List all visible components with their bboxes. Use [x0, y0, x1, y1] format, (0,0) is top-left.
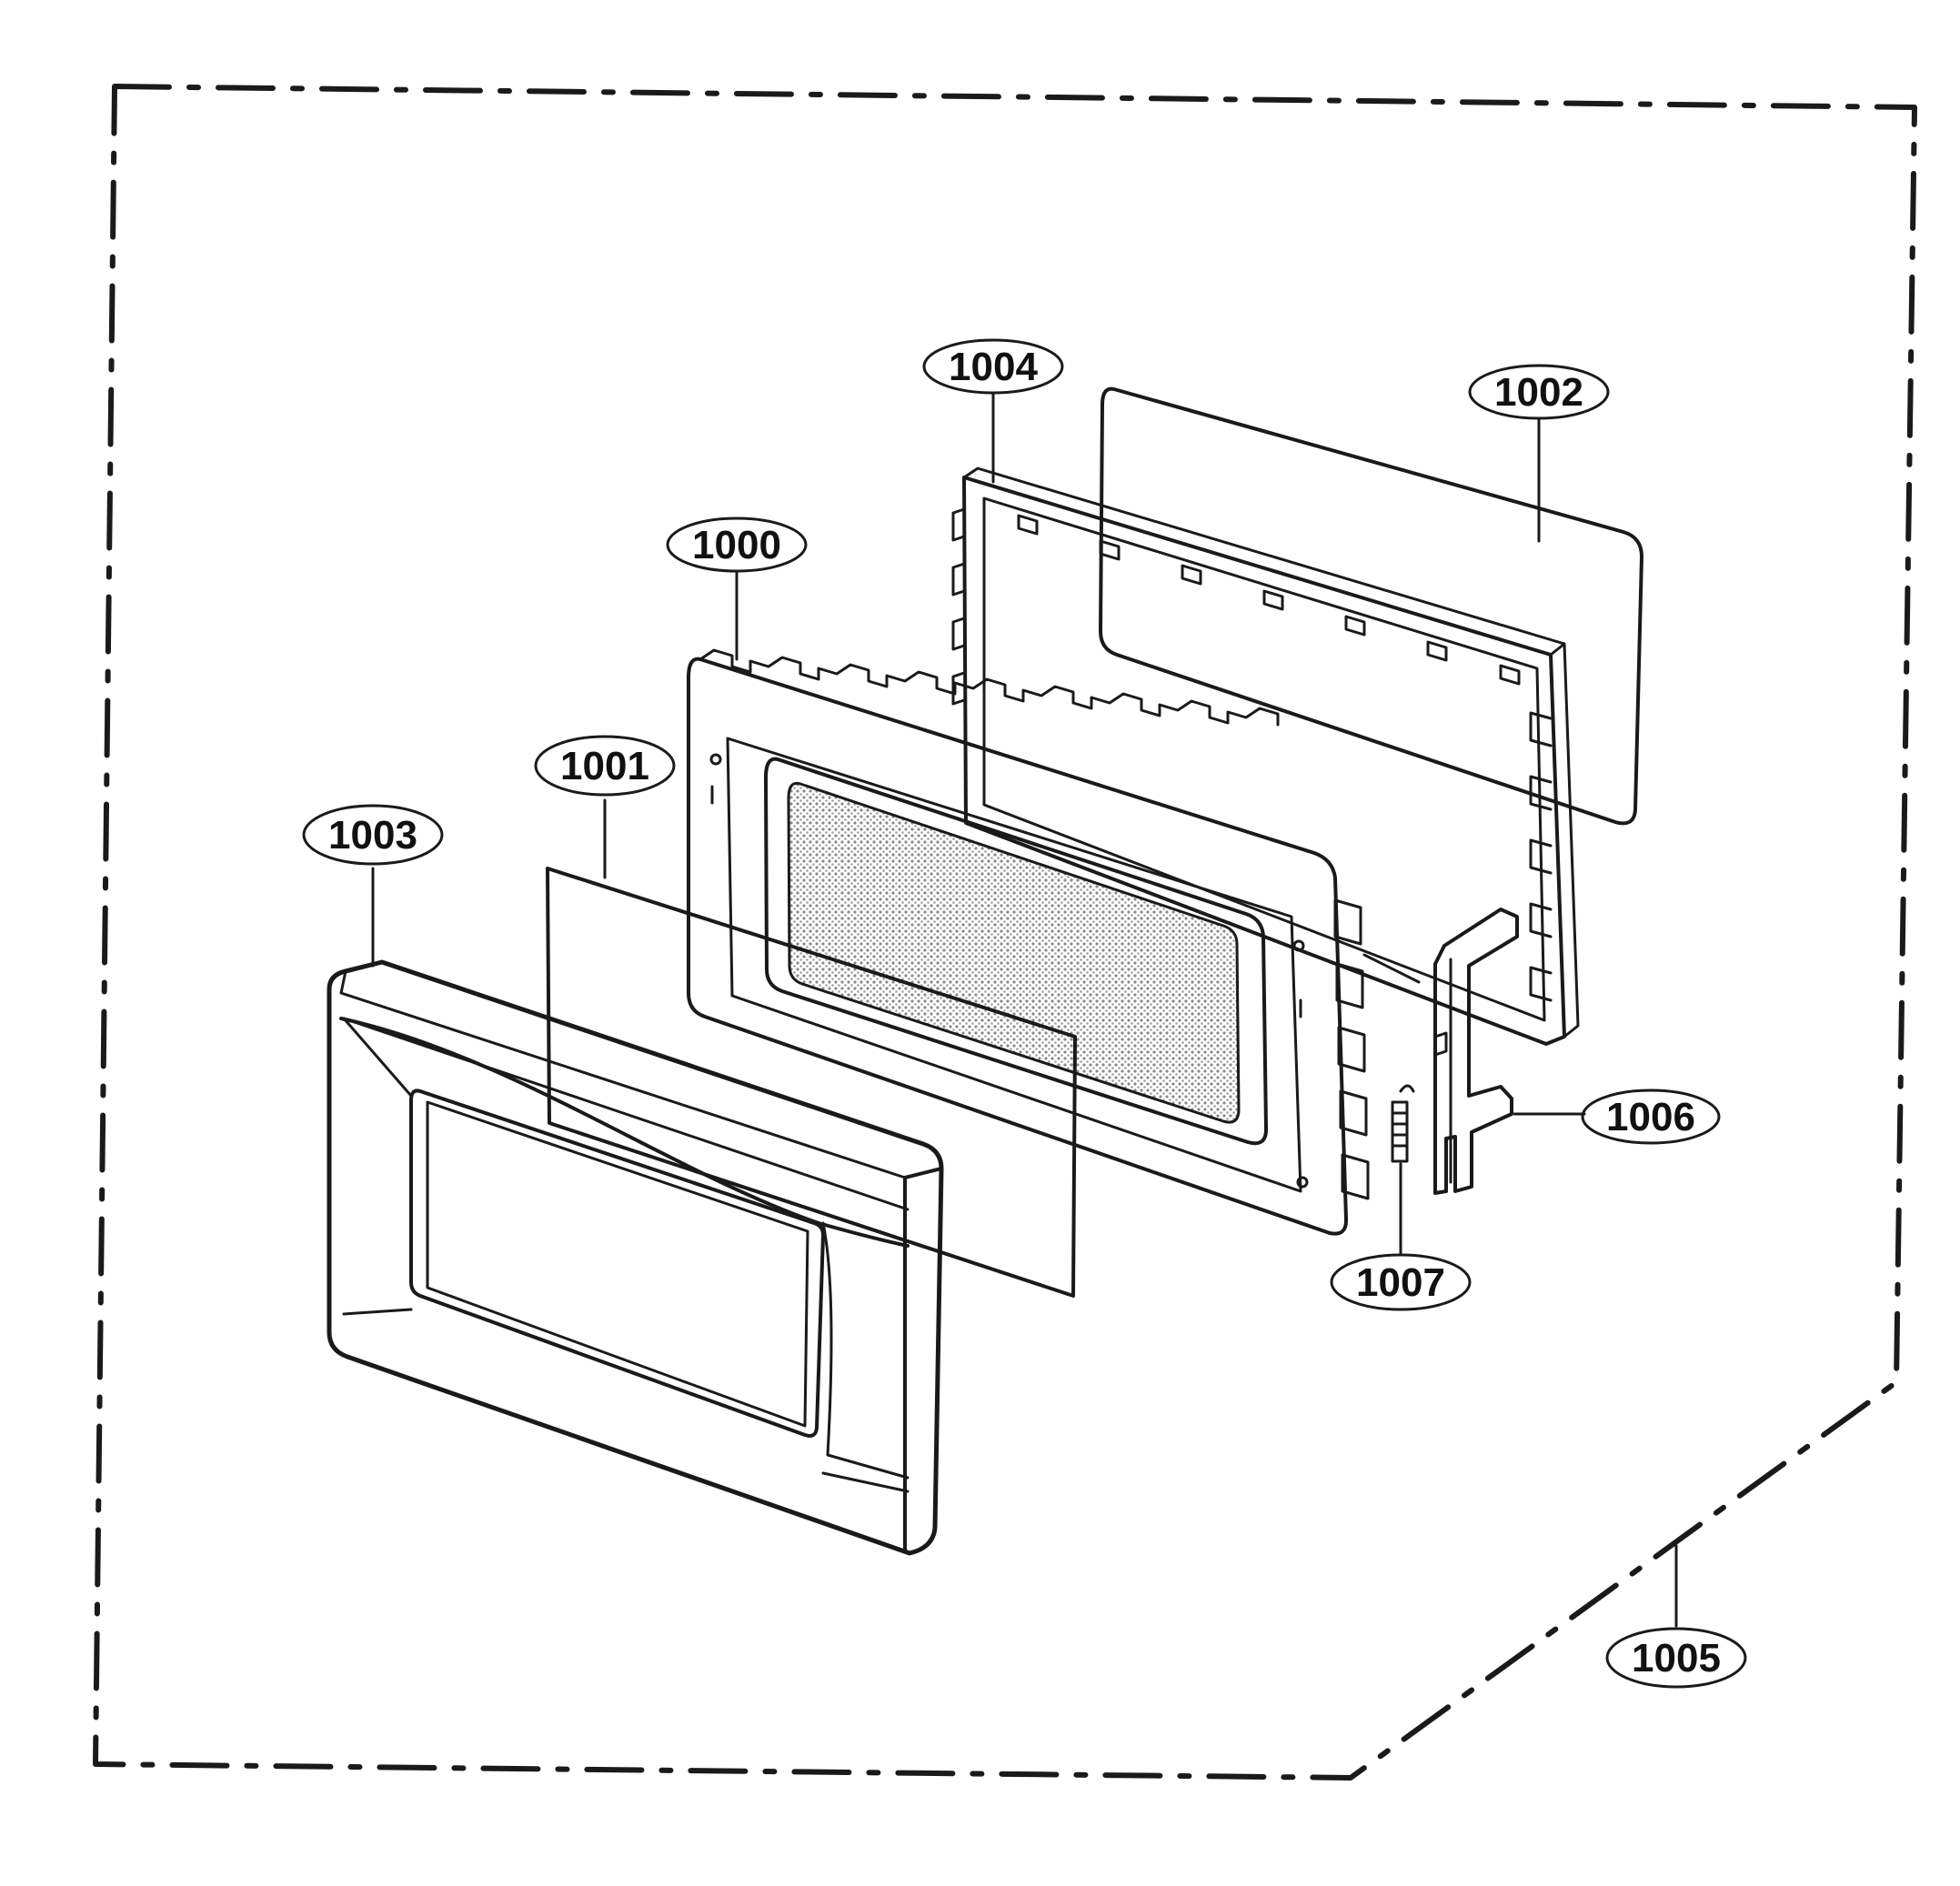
part-1000-inner-door-panel — [687, 648, 1370, 1236]
part-1003-outer-door-frame — [327, 959, 944, 1556]
assembly-boundary-outline — [93, 84, 1917, 1781]
callout-label: 1005 — [1632, 1636, 1721, 1680]
callout-1003: 1003 — [302, 804, 444, 866]
callout-label: 1006 — [1606, 1095, 1695, 1139]
callout-1007: 1007 — [1330, 1253, 1472, 1311]
callout-label: 1002 — [1494, 370, 1583, 415]
part-1001-glass-sheet — [546, 867, 1077, 1298]
callout-1005: 1005 — [1605, 1627, 1747, 1689]
callout-label: 1000 — [692, 523, 781, 567]
part-1002-rear-panel — [1099, 386, 1643, 826]
part-1007-spring — [1391, 1084, 1415, 1163]
callout-1006: 1006 — [1581, 1088, 1721, 1145]
part-1004-door-frame — [951, 466, 1580, 1046]
callout-label: 1001 — [560, 744, 649, 788]
screw-hole — [1292, 939, 1305, 952]
callout-1002: 1002 — [1468, 364, 1610, 420]
screw-hole — [1296, 1176, 1309, 1189]
callout-1004: 1004 — [922, 338, 1064, 395]
callout-1001: 1001 — [534, 735, 676, 797]
callout-1000: 1000 — [666, 517, 808, 573]
mesh-screen — [787, 781, 1241, 1124]
callout-label: 1004 — [949, 345, 1038, 389]
leader-lines — [371, 391, 1678, 1628]
callout-label: 1003 — [328, 813, 417, 858]
screw-hole — [709, 753, 722, 766]
part-1006-latch-lever — [1362, 908, 1519, 1195]
callout-label: 1007 — [1356, 1260, 1445, 1305]
